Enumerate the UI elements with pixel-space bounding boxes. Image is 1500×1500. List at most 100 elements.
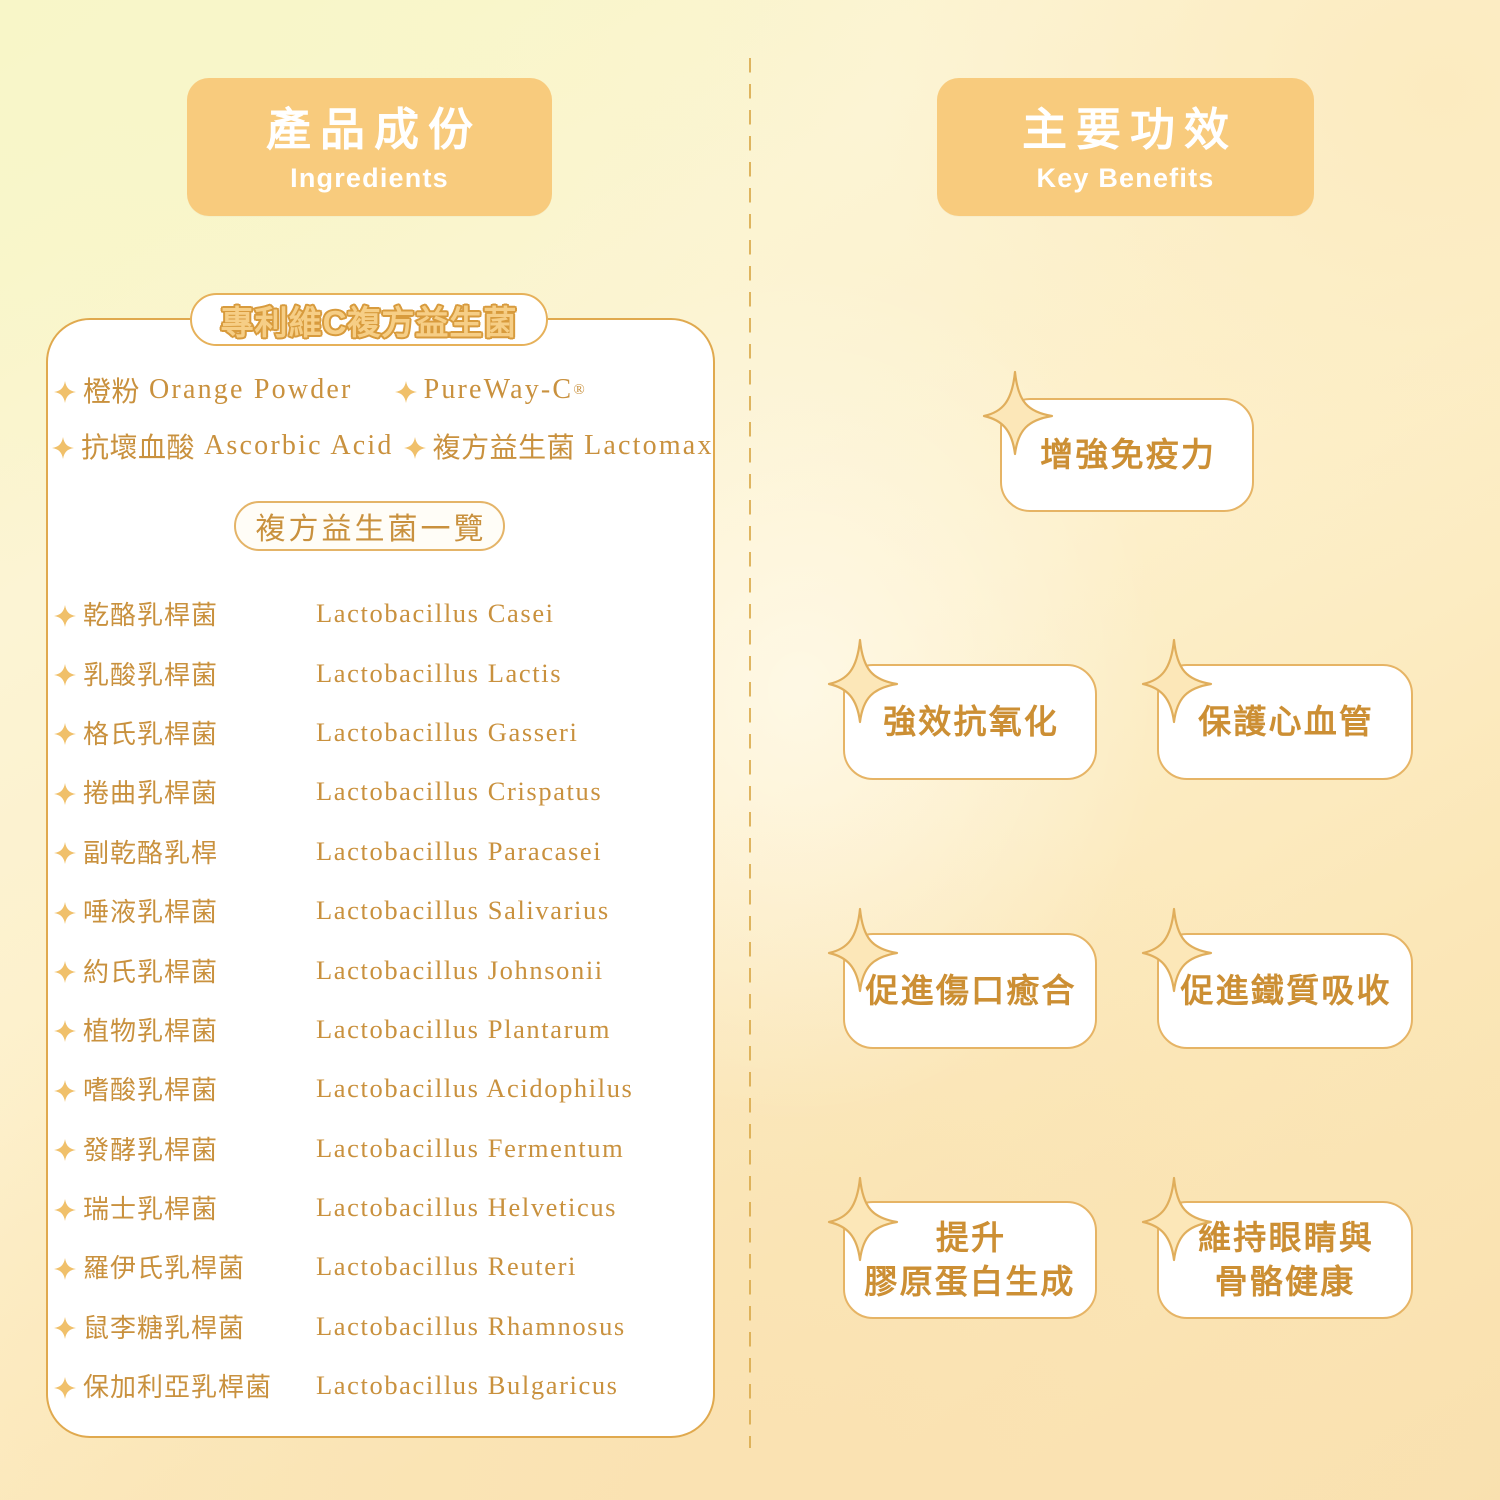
section-header-benefits-en: Key Benefits [1036,163,1215,194]
ingredient-lactomax: 複方益生菌 Lactomax [403,426,714,466]
probiotic-name-zh-wrap: 捲曲乳桿菌 [54,773,316,810]
ingredient-en: Ascorbic Acid [204,430,394,461]
probiotic-name-zh-wrap: 保加利亞乳桿菌 [54,1367,316,1404]
sparkle-icon [54,1020,76,1043]
benefit-label: 增強免疫力 [1040,436,1217,474]
sparkle-icon [54,842,76,865]
probiotic-row: 植物乳桿菌 Lactobacillus Plantarum [46,1000,715,1059]
section-header-benefits-zh: 主要功效 [1021,104,1238,155]
benefit-card-iron-absorption: 促進鐵質吸收 [1157,933,1413,1049]
sparkle-icon [54,1198,76,1221]
probiotic-row: 唾液乳桿菌 Lactobacillus Salivarius [46,881,715,940]
ingredient-ascorbic-acid: 抗壞血酸 Ascorbic Acid [52,426,394,466]
probiotic-name-zh-wrap: 乾酪乳桿菌 [54,595,316,632]
probiotic-name-zh: 副乾酪乳桿 [83,837,219,868]
probiotic-row: 捲曲乳桿菌 Lactobacillus Crispatus [46,762,715,821]
benefit-label: 促進鐵質吸收 [1180,972,1392,1010]
probiotic-name-en: Lactobacillus Bulgaricus [316,1370,619,1401]
probiotic-name-en: Lactobacillus Plantarum [316,1013,612,1044]
ingredient-zh: 橙粉 [83,376,141,407]
probiotics-list-badge: 複方益生菌一覽 [234,501,505,551]
ingredient-en: Orange Powder [149,374,353,405]
probiotic-name-zh-wrap: 副乾酪乳桿 [54,833,316,870]
sparkle-icon [54,901,76,924]
probiotic-name-zh-wrap: 嗜酸乳桿菌 [54,1070,316,1107]
sparkle-icon [52,437,74,459]
sparkle-icon [54,782,76,805]
probiotic-row: 保加利亞乳桿菌 Lactobacillus Bulgaricus [46,1356,715,1415]
probiotic-name-zh-wrap: 唾液乳桿菌 [54,892,316,929]
section-header-ingredients-zh: 產品成份 [265,104,482,155]
probiotic-name-zh-wrap: 約氏乳桿菌 [54,952,316,989]
probiotic-name-zh: 嗜酸乳桿菌 [83,1075,219,1106]
probiotic-name-en: Lactobacillus Johnsonii [316,954,604,985]
probiotic-row: 格氏乳桿菌 Lactobacillus Gasseri [46,703,715,762]
probiotic-name-en: Lactobacillus Acidophilus [316,1073,634,1104]
benefit-card-antioxidant: 強效抗氧化 [843,664,1097,780]
probiotic-name-zh: 唾液乳桿菌 [83,897,219,928]
probiotic-name-en: Lactobacillus Gasseri [316,716,579,747]
section-header-benefits: 主要功效 Key Benefits [937,78,1314,217]
sparkle-icon [54,1376,76,1399]
benefit-card-wound-healing: 促進傷口癒合 [843,933,1097,1049]
top-ingredients-list: 橙粉 Orange Powder PureWay-C® 抗壞血酸 Ascorbi… [46,370,715,482]
benefit-label: 提升 膠原蛋白生成 [864,1219,1076,1300]
benefit-card-immunity: 增強免疫力 [1000,398,1254,512]
probiotic-name-zh: 植物乳桿菌 [83,1015,219,1046]
probiotic-name-zh: 乾酪乳桿菌 [83,600,219,631]
probiotic-name-zh-wrap: 植物乳桿菌 [54,1011,316,1048]
probiotic-name-en: Lactobacillus Rhamnosus [316,1310,626,1341]
probiotic-name-zh: 乳酸乳桿菌 [83,659,219,690]
probiotic-name-zh-wrap: 羅伊氏乳桿菌 [54,1248,316,1285]
benefit-label: 強效抗氧化 [883,703,1060,741]
sparkle-icon [394,381,417,403]
probiotic-row: 副乾酪乳桿 Lactobacillus Paracasei [46,822,715,881]
probiotic-row: 嗜酸乳桿菌 Lactobacillus Acidophilus [46,1059,715,1118]
benefit-card-cardiovascular: 保護心血管 [1157,664,1413,780]
ingredients-card-badge-label: 專利維C複方益生菌 [219,302,518,342]
probiotic-name-zh-wrap: 發酵乳桿菌 [54,1130,316,1167]
probiotic-name-zh: 鼠李糖乳桿菌 [83,1312,246,1343]
benefit-card-collagen: 提升 膠原蛋白生成 [843,1201,1097,1319]
sparkle-icon [54,381,76,403]
section-header-ingredients: 產品成份 Ingredients [187,78,552,217]
probiotic-name-zh-wrap: 乳酸乳桿菌 [54,655,316,692]
benefit-label: 保護心血管 [1198,703,1375,741]
probiotic-row: 羅伊氏乳桿菌 Lactobacillus Reuteri [46,1237,715,1296]
ingredient-en: PureWay-C [423,374,574,405]
probiotics-list-badge-label: 複方益生菌一覽 [255,513,487,546]
top-ingredient-row: 橙粉 Orange Powder PureWay-C® [46,370,715,426]
section-header-ingredients-en: Ingredients [290,163,449,194]
probiotic-name-en: Lactobacillus Paracasei [316,835,603,866]
ingredient-orange-powder: 橙粉 Orange Powder [54,370,353,410]
column-divider [749,58,751,1448]
sparkle-icon [54,723,76,746]
sparkle-icon [403,437,426,459]
sparkle-icon [54,1139,76,1162]
sparkle-icon [54,664,76,687]
probiotic-name-en: Lactobacillus Helveticus [316,1192,618,1223]
probiotic-name-en: Lactobacillus Salivarius [316,895,610,926]
sparkle-icon [54,1257,76,1280]
probiotic-name-zh-wrap: 鼠李糖乳桿菌 [54,1308,316,1345]
probiotic-name-zh: 發酵乳桿菌 [83,1134,219,1165]
probiotic-name-zh: 保加利亞乳桿菌 [83,1372,273,1403]
probiotic-name-en: Lactobacillus Fermentum [316,1132,625,1163]
probiotic-name-en: Lactobacillus Reuteri [316,1251,577,1282]
benefit-label: 維持眼睛與 骨骼健康 [1198,1219,1375,1300]
sparkle-icon [54,961,76,984]
probiotic-name-en: Lactobacillus Lactis [316,657,563,688]
probiotic-row: 發酵乳桿菌 Lactobacillus Fermentum [46,1119,715,1178]
ingredients-card-badge: 專利維C複方益生菌 [190,293,548,346]
probiotic-name-zh: 格氏乳桿菌 [83,718,219,749]
probiotic-name-zh: 捲曲乳桿菌 [83,778,219,809]
probiotic-name-zh: 羅伊氏乳桿菌 [83,1253,246,1284]
sparkle-icon [54,604,76,627]
sparkle-icon [54,1317,76,1340]
probiotic-name-en: Lactobacillus Crispatus [316,776,603,807]
